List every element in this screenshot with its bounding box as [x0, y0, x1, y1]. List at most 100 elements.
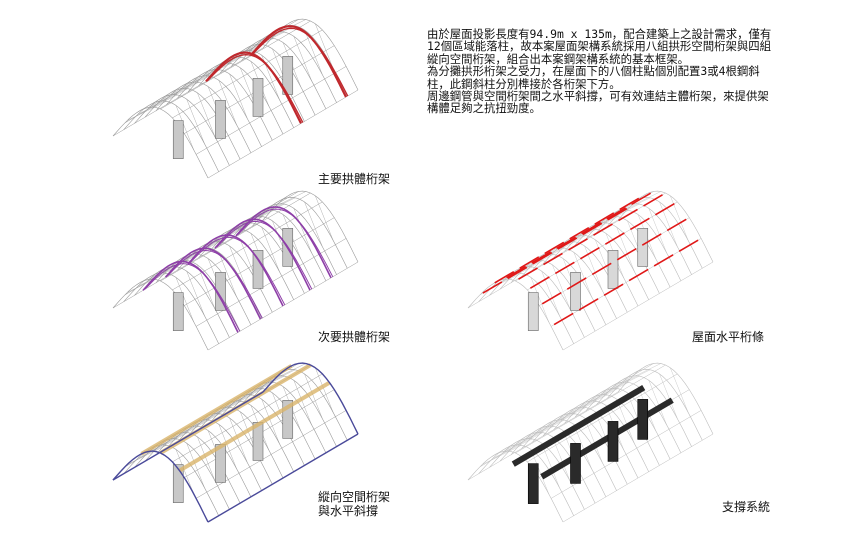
roof-purlin: [631, 192, 652, 206]
roof-diagonal: [212, 394, 253, 415]
roof-purlin: [519, 256, 540, 269]
roof-purlin: [529, 276, 550, 289]
roof-longitudinal-line: [503, 363, 654, 452]
highlight-arch-truss: [205, 51, 302, 124]
roof-diagonal: [621, 191, 661, 211]
roof-diagonal: [573, 252, 592, 297]
caption-main-arch: 主要拱體桁架: [318, 172, 391, 186]
roof-diagonal: [159, 426, 199, 446]
roof-longitudinal-line: [550, 238, 702, 327]
support-beam: [511, 384, 646, 467]
roof-diagonal: [170, 75, 210, 96]
highlight-arch-chord: [189, 236, 286, 306]
caption-longitudinal-line1: 縱向空間桁架: [318, 490, 391, 504]
roof-diagonal: [670, 195, 689, 241]
roof-diagonal: [546, 407, 586, 427]
caption-secondary-arch: 次要拱體桁架: [318, 330, 391, 344]
support-column: [570, 443, 581, 484]
roof-diagonal: [584, 245, 603, 291]
roof-purlin: [606, 207, 627, 220]
roof-purlin: [568, 238, 588, 251]
roof-purlin: [653, 254, 674, 267]
roof-purlin: [578, 298, 599, 311]
roof-purlin: [554, 261, 575, 275]
roof-longitudinal-line: [207, 89, 359, 179]
roof-diagonal: [610, 369, 651, 390]
roof-rib: [123, 100, 219, 172]
highlight-arch-chord: [216, 220, 313, 290]
roof-rib: [112, 278, 209, 351]
support-system-drawing: [467, 362, 714, 523]
support-column: [172, 120, 184, 159]
highlight-arch-truss: [187, 234, 284, 307]
support-column: [637, 228, 649, 267]
roof-diagonal: [315, 195, 334, 241]
diagram-longitudinal-truss: [95, 362, 365, 537]
roof-longitudinal-line: [467, 219, 619, 309]
roof-longitudinal-line: [136, 24, 287, 113]
roof-diagonal: [315, 367, 334, 413]
roof-diagonal: [137, 438, 178, 459]
roof-purlin: [507, 266, 528, 280]
roof-diagonal: [670, 367, 689, 413]
longitudinal-space-truss: [178, 380, 331, 473]
roof-purlin: [518, 267, 538, 280]
roof-diagonal: [137, 94, 178, 115]
roof-diagonal: [659, 373, 678, 419]
roof-purlin: [616, 247, 637, 261]
roof-purlin: [581, 221, 602, 235]
roof-diagonal: [266, 363, 306, 383]
diagram-main-arch-truss: [95, 18, 365, 193]
roof-purlin: [541, 291, 562, 305]
longitudinal-space-truss: [140, 364, 293, 456]
roof-diagonal: [293, 36, 312, 81]
caption-longitudinal: 縱向空間桁架 與水平斜撐: [318, 490, 390, 518]
roof-diagonal: [659, 201, 678, 247]
roof-diagonal: [175, 449, 194, 494]
roof-purlin: [666, 218, 687, 232]
roof-longitudinal-line: [112, 47, 264, 137]
roof-purlin: [566, 277, 587, 290]
description-paragraph-1: 由於屋面投影長度有94.9m x 135m，配合建築上之設計需求，僅有12個區域…: [427, 27, 772, 66]
roof-diagonal: [127, 273, 167, 293]
roof-longitudinal-line: [562, 433, 714, 523]
roof-purlin: [494, 270, 515, 284]
roof-purlin: [619, 197, 640, 211]
roof-purlin: [556, 236, 577, 250]
roof-diagonal: [293, 208, 312, 253]
support-column: [527, 463, 539, 504]
roof-diagonal: [584, 417, 603, 463]
roof-rib: [112, 106, 209, 179]
roof-purlin: [629, 217, 650, 231]
longitudinal-space-truss: [159, 363, 312, 455]
roof-diagonal: [229, 417, 248, 463]
roof-diagonal: [541, 443, 560, 488]
roof-purlin: [643, 194, 663, 207]
roof-diagonal: [589, 382, 629, 402]
roof-diagonal: [304, 201, 323, 247]
highlight-arch-chord: [207, 54, 304, 123]
roof-longitudinal-line: [160, 20, 311, 110]
roof-purlin: [579, 246, 600, 260]
roof-diagonal: [514, 426, 554, 446]
roof-diagonal: [535, 413, 576, 434]
roof-diagonal: [159, 82, 199, 102]
support-column: [252, 250, 264, 289]
highlight-arch-chord: [237, 208, 334, 278]
roof-diagonal: [578, 388, 618, 409]
roof-diagonal: [127, 101, 167, 121]
roof-diagonal: [621, 363, 661, 383]
perimeter-arch-tube: [262, 362, 359, 435]
roof-diagonal: [229, 73, 248, 119]
roof-longitudinal-line: [195, 66, 347, 155]
roof-diagonal: [255, 369, 296, 390]
roof-purlin: [593, 223, 613, 236]
support-column: [570, 272, 581, 311]
description-paragraph-2: 為分攤拱形桁架之受力，在屋面下的八個柱點個別配置3或4根鋼斜柱，此鋼斜柱分別榫接…: [427, 64, 760, 91]
roof-diagonal: [186, 99, 205, 144]
roof-rib: [123, 272, 219, 344]
highlight-arch-truss: [164, 247, 262, 320]
support-column: [282, 400, 294, 439]
roof-rib: [478, 272, 574, 344]
roof-diagonal: [552, 436, 571, 482]
